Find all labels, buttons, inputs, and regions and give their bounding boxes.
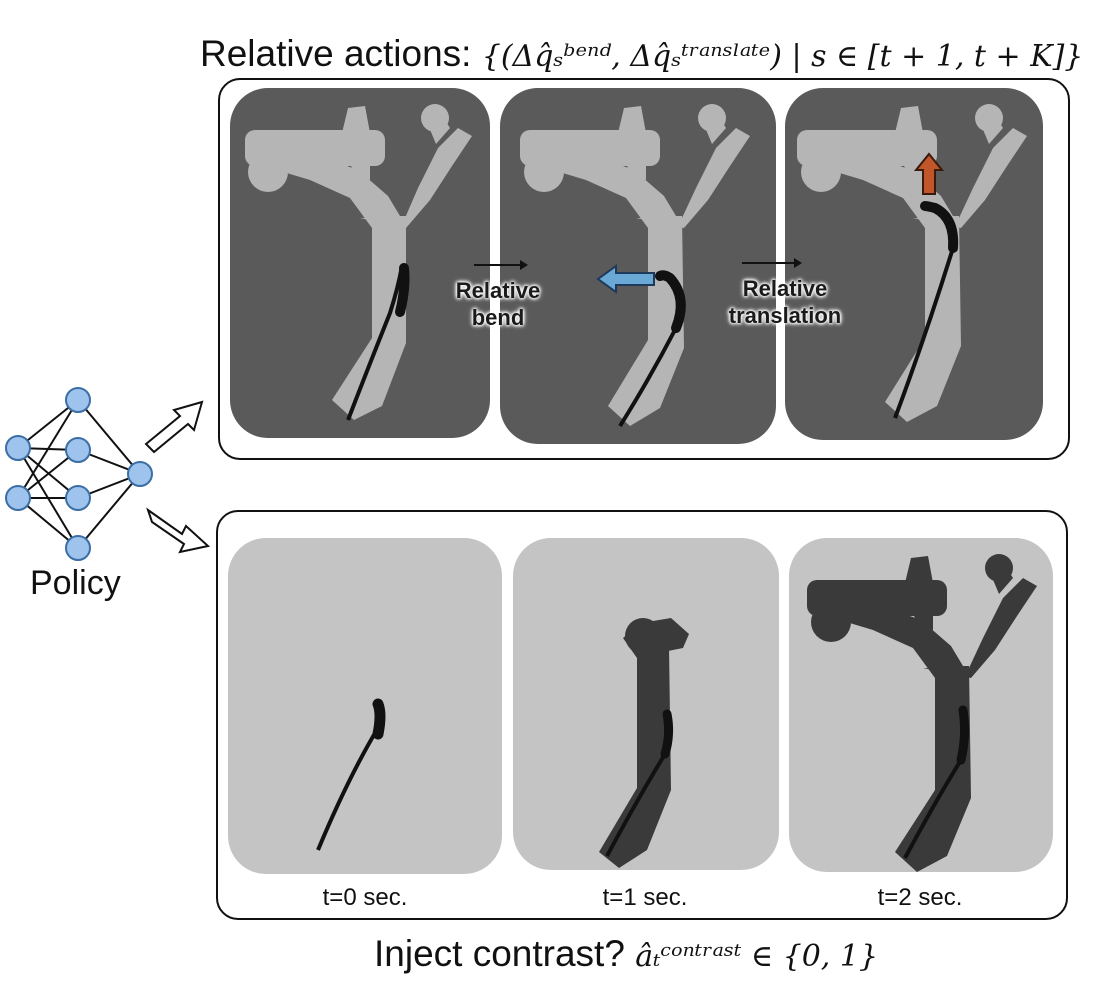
output-node (127, 461, 153, 487)
hidden-node-2 (65, 437, 91, 463)
policy-network-diagram (5, 387, 153, 561)
hidden-node-4 (65, 535, 91, 561)
translation-direction-arrow (914, 152, 944, 195)
bend-small-arrow (474, 260, 528, 270)
bend-direction-arrow (596, 264, 655, 294)
relative-translation-label: Relative translation (728, 276, 842, 328)
contrast-panel-t0 (228, 538, 502, 874)
arrow-to-top-icon (144, 400, 204, 454)
bottom-panel-2 (513, 538, 779, 870)
top-panel-3 (785, 88, 1043, 440)
bottom-title: Inject contrast? âₜᶜᵒⁿᵗʳᵃˢᵗ ∈ {0, 1} (374, 928, 934, 980)
input-node-1 (5, 435, 31, 461)
bottom-panel-1 (228, 538, 502, 874)
contrast-panel-t2 (789, 538, 1053, 872)
time-label-t1: t=1 sec. (602, 884, 688, 911)
contrast-panel-t1 (513, 538, 779, 870)
arrow-to-bottom-icon (146, 507, 211, 554)
top-title-prefix: Relative actions: (200, 33, 482, 74)
bottom-title-math: âₜᶜᵒⁿᵗʳᵃˢᵗ ∈ {0, 1} (635, 939, 879, 974)
contrast-frame (216, 510, 1068, 920)
bottom-panel-3 (789, 538, 1053, 872)
hidden-node-1 (65, 387, 91, 413)
time-label-t2: t=2 sec. (877, 884, 963, 911)
input-node-2 (5, 485, 31, 511)
top-title: Relative actions: {(Δq̂ₛᵇᵉⁿᵈ, Δq̂ₛᵗʳᵃⁿˢˡ… (200, 28, 1090, 80)
relative-bend-label: Relative bend (455, 278, 541, 330)
top-panel-1 (230, 88, 490, 438)
time-label-t0: t=0 sec. (322, 884, 408, 911)
top-panel-2 (500, 88, 776, 444)
top-title-math: {(Δq̂ₛᵇᵉⁿᵈ, Δq̂ₛᵗʳᵃⁿˢˡᵃᵗᵉ) | s ∈ [t + 1,… (481, 39, 1084, 74)
vessel-dark-bg-1 (230, 88, 490, 438)
vessel-dark-bg-3 (785, 88, 1043, 440)
translation-small-arrow (742, 258, 802, 268)
bottom-title-prefix: Inject contrast? (374, 933, 636, 974)
relative-actions-frame (218, 78, 1070, 460)
hidden-node-3 (65, 485, 91, 511)
policy-label: Policy (30, 564, 121, 602)
vessel-dark-bg-2 (500, 88, 776, 444)
